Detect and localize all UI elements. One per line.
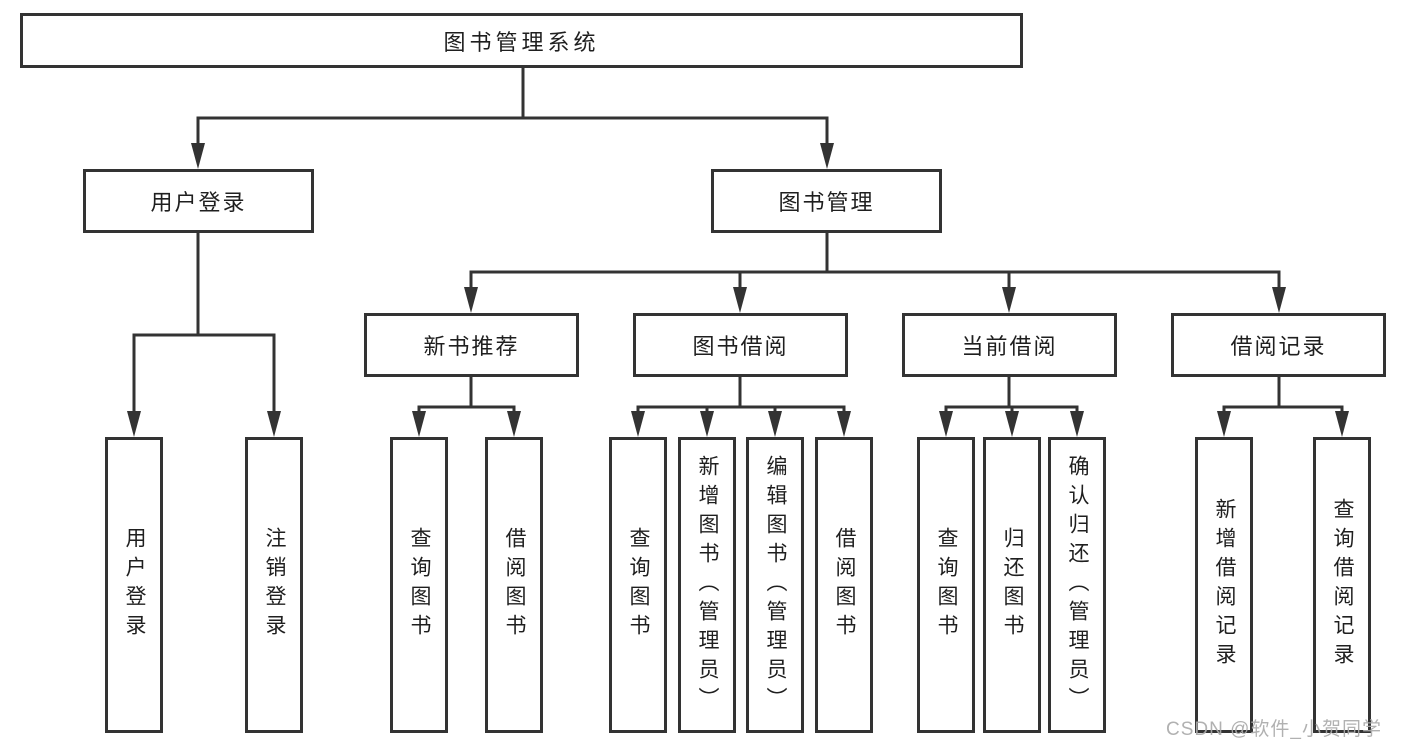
node-label: 编辑图书（管理员） xyxy=(764,454,787,716)
node-label: 确认归还（管理员） xyxy=(1066,454,1089,716)
node-label: 新增借阅记录 xyxy=(1213,498,1236,672)
node-label: 借阅图书 xyxy=(833,527,856,643)
leaf-query-books-recommend: 查询图书 xyxy=(390,437,448,733)
node-borrowing-records: 借阅记录 xyxy=(1171,313,1386,377)
node-label: 查询图书 xyxy=(935,527,958,643)
leaf-borrow-books-borrowing: 借阅图书 xyxy=(815,437,873,733)
node-label: 注销登录 xyxy=(263,527,286,643)
leaf-return-books: 归还图书 xyxy=(983,437,1041,733)
tree-branch-lines xyxy=(132,68,1344,409)
node-label: 新书推荐 xyxy=(423,334,520,359)
node-label: 归还图书 xyxy=(1001,527,1024,643)
node-book-borrowing: 图书借阅 xyxy=(633,313,848,377)
node-label: 图书借阅 xyxy=(692,334,789,359)
node-label: 新增图书（管理员） xyxy=(696,454,719,716)
arrowheads xyxy=(127,118,1349,437)
leaf-borrow-books-recommend: 借阅图书 xyxy=(485,437,543,733)
node-label: 当前借阅 xyxy=(961,334,1058,359)
node-label: 用户登录 xyxy=(123,527,146,643)
node-label: 借阅图书 xyxy=(503,527,526,643)
node-user-login: 用户登录 xyxy=(83,169,314,233)
leaf-query-books-borrowing: 查询图书 xyxy=(609,437,667,733)
leaf-logout-login: 注销登录 xyxy=(245,437,303,733)
leaf-query-books-current: 查询图书 xyxy=(917,437,975,733)
node-current-borrowing: 当前借阅 xyxy=(902,313,1117,377)
leaf-query-borrow-record: 查询借阅记录 xyxy=(1313,437,1371,733)
csdn-watermark: CSDN @软件_小贺同学 xyxy=(1166,719,1382,740)
node-label: 图书管理 xyxy=(778,190,875,215)
node-book-management: 图书管理 xyxy=(711,169,942,233)
leaf-user-login: 用户登录 xyxy=(105,437,163,733)
node-label: 图书管理系统 xyxy=(443,29,600,55)
leaf-confirm-return-admin: 确认归还（管理员） xyxy=(1048,437,1106,733)
node-label: 借阅记录 xyxy=(1230,334,1327,359)
node-label: 查询图书 xyxy=(627,527,650,643)
node-library-management-system: 图书管理系统 xyxy=(20,13,1023,68)
node-label: 用户登录 xyxy=(150,190,247,215)
node-label: 查询图书 xyxy=(408,527,431,643)
leaf-add-borrow-record: 新增借阅记录 xyxy=(1195,437,1253,733)
leaf-add-books-admin: 新增图书（管理员） xyxy=(678,437,736,733)
leaf-edit-books-admin: 编辑图书（管理员） xyxy=(746,437,804,733)
node-label: 查询借阅记录 xyxy=(1331,498,1354,672)
node-new-book-recommendation: 新书推荐 xyxy=(364,313,579,377)
